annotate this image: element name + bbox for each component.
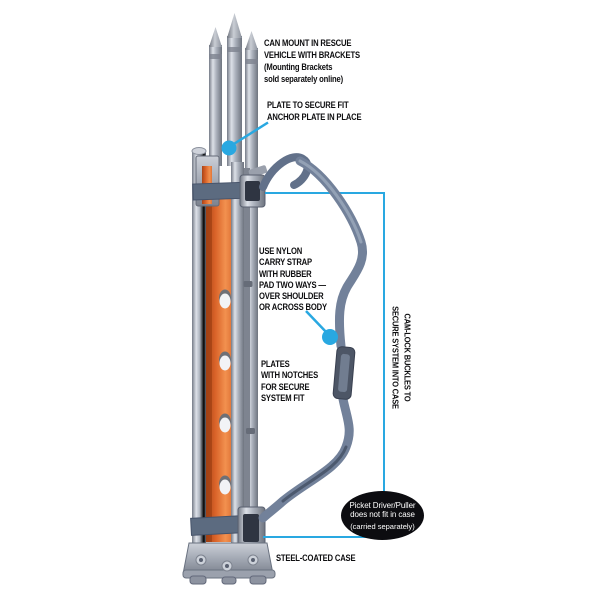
- label-notched-plates: PLATES WITH NOTCHES FOR SECURE SYSTEM FI…: [261, 359, 319, 403]
- note-bubble: Picket Driver/Puller does not fit in cas…: [341, 491, 424, 540]
- callout-line-strap: [305, 310, 329, 335]
- carry-strap: [258, 153, 367, 523]
- note-bubble-text: Picket Driver/Puller does not fit in cas…: [349, 500, 416, 520]
- label-vehicle-mount: CAN MOUNT IN RESCUE VEHICLE WITH BRACKET…: [264, 38, 360, 84]
- callout-dot-strap: [322, 329, 338, 345]
- case-frame: [191, 147, 255, 552]
- rubber-shoulder-pad: [332, 346, 356, 400]
- picket-holes: [219, 289, 231, 495]
- orange-pickets: [206, 190, 232, 542]
- note-bubble-subtext: (carried separately): [350, 521, 415, 531]
- label-steel-coated-case: STEEL-COATED CASE: [276, 553, 356, 563]
- bottom-assembly: [182, 506, 276, 585]
- label-carry-strap: USE NYLON CARRY STRAP WITH RUBBER PAD TW…: [259, 246, 327, 313]
- callout-dot-plate: [221, 140, 237, 156]
- label-cam-lock-buckles: CAM-LOCK BUCKLES TO SECURE SYSTEM INTO C…: [391, 306, 413, 409]
- label-anchor-plate: PLATE TO SECURE FIT ANCHOR PLATE IN PLAC…: [267, 100, 362, 122]
- top-bracket: [192, 155, 268, 208]
- callout-line-plate: [232, 121, 269, 146]
- bracket-line: [263, 192, 385, 538]
- callouts: [221, 121, 338, 345]
